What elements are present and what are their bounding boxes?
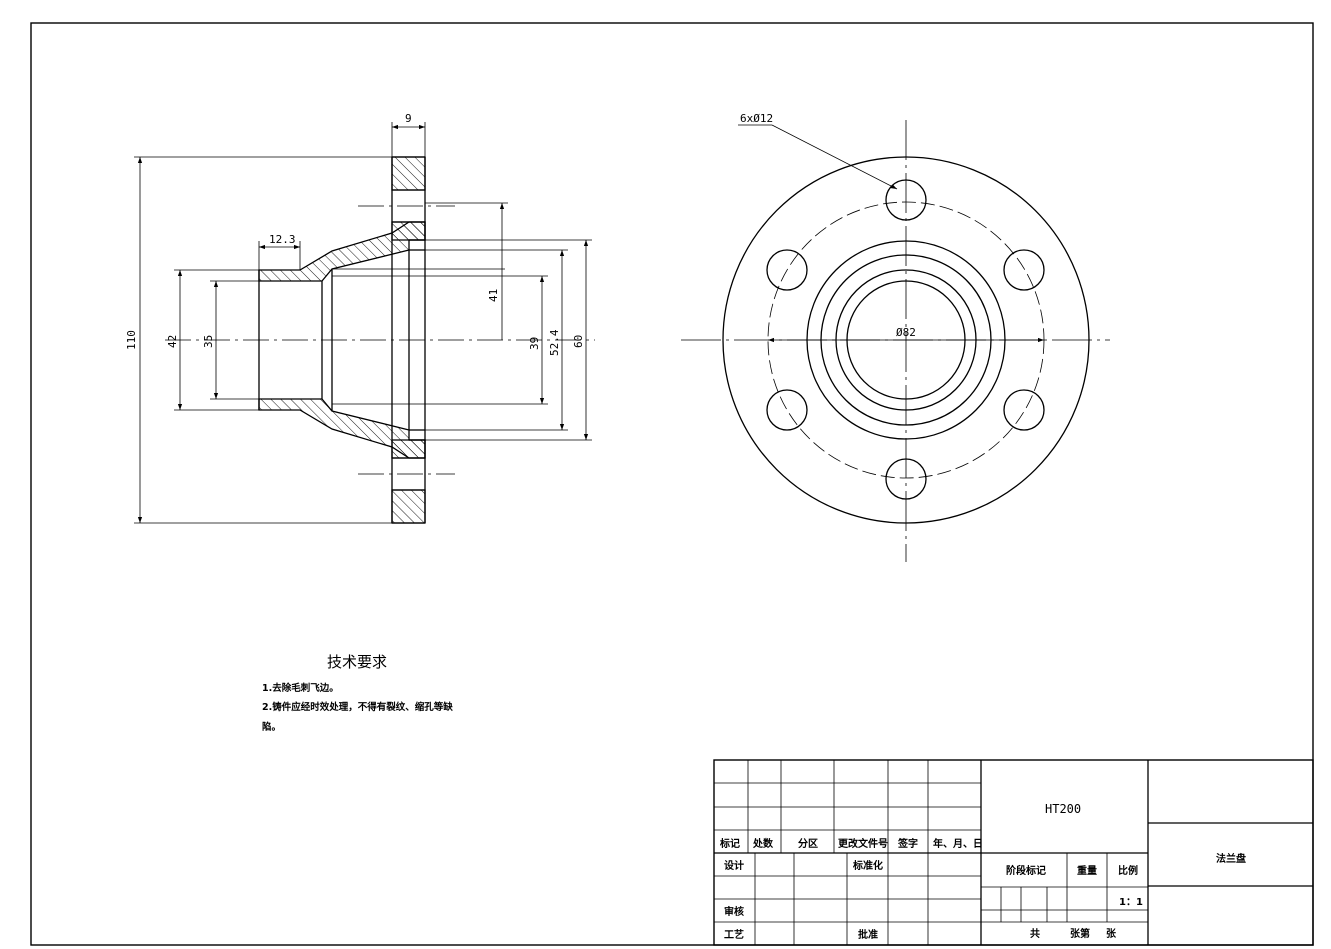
role-design: 设计 [724, 859, 744, 872]
header-date: 年、月、日 [933, 837, 983, 850]
pcd-label: Ø82 [896, 326, 916, 339]
dim-bore: 35 [202, 335, 215, 348]
front-section-view: 9 12.3 110 42 35 41 39 52.4 60 [125, 112, 595, 524]
dim-overall-diameter: 110 [125, 330, 138, 350]
role-approve: 批准 [858, 928, 878, 941]
bolt-hole [766, 389, 808, 431]
dim-flange-inner-41: 41 [487, 289, 500, 302]
hatch-bottom-flange-inner [391, 439, 426, 459]
scale-value: 1：1 [1119, 897, 1143, 908]
scale-label: 比例 [1118, 864, 1138, 877]
front-dimension-lines [134, 122, 592, 524]
notes-title: 技术要求 [327, 653, 387, 671]
stage-mark-label: 阶段标记 [1006, 864, 1046, 877]
title-block-grid [713, 759, 1314, 946]
bolt-hole [1003, 389, 1045, 431]
notes-line-3: 陷。 [262, 721, 281, 733]
notes-line-1: 1.去除毛刺飞边。 [262, 682, 339, 694]
header-mark: 标记 [719, 837, 740, 850]
dim-hub-outer: 42 [166, 335, 179, 348]
sheet-count-label: 张第 [1070, 927, 1090, 940]
role-process: 工艺 [724, 928, 744, 941]
dim-hub-length: 12.3 [269, 233, 296, 246]
dim-bore-39: 39 [528, 337, 541, 350]
hatch-bottom-flange-outer [391, 489, 426, 524]
header-change-doc: 更改文件号 [838, 837, 888, 850]
material-label: HT200 [1045, 802, 1081, 816]
part-name: 法兰盘 [1216, 852, 1246, 865]
header-zone: 分区 [798, 837, 818, 850]
bolt-hole [766, 249, 808, 291]
role-review: 审核 [724, 905, 744, 918]
hatch-top-flange-outer [391, 156, 426, 191]
dim-recess-52-4: 52.4 [548, 329, 561, 356]
dim-recess-60: 60 [572, 335, 585, 348]
hole-callout: 6xØ12 [740, 112, 773, 125]
header-sign: 签字 [897, 837, 918, 850]
title-block: 标记 处数 分区 更改文件号 签字 年、月、日 设计 标准化 审核 工艺 批准 … [713, 759, 1314, 946]
drawing-border [30, 22, 1314, 946]
notes-line-2: 2.铸件应经时效处理，不得有裂纹、缩孔等缺 [262, 701, 453, 713]
side-view: 6xØ12 Ø82 [681, 112, 1110, 562]
front-centerlines [165, 205, 595, 475]
bolt-hole [1003, 249, 1045, 291]
sheet-total-label: 共 [1030, 927, 1040, 940]
side-dimension-lines [738, 124, 1044, 343]
dim-flange-thickness: 9 [405, 112, 412, 125]
hatch-top-hub [258, 221, 426, 282]
role-standardize: 标准化 [852, 859, 883, 872]
technical-notes: 技术要求 1.去除毛刺飞边。 2.铸件应经时效处理，不得有裂纹、缩孔等缺 陷。 [262, 653, 453, 733]
weight-label: 重量 [1077, 864, 1097, 877]
header-count: 处数 [752, 837, 774, 850]
sheet-unit-label: 张 [1106, 927, 1117, 940]
